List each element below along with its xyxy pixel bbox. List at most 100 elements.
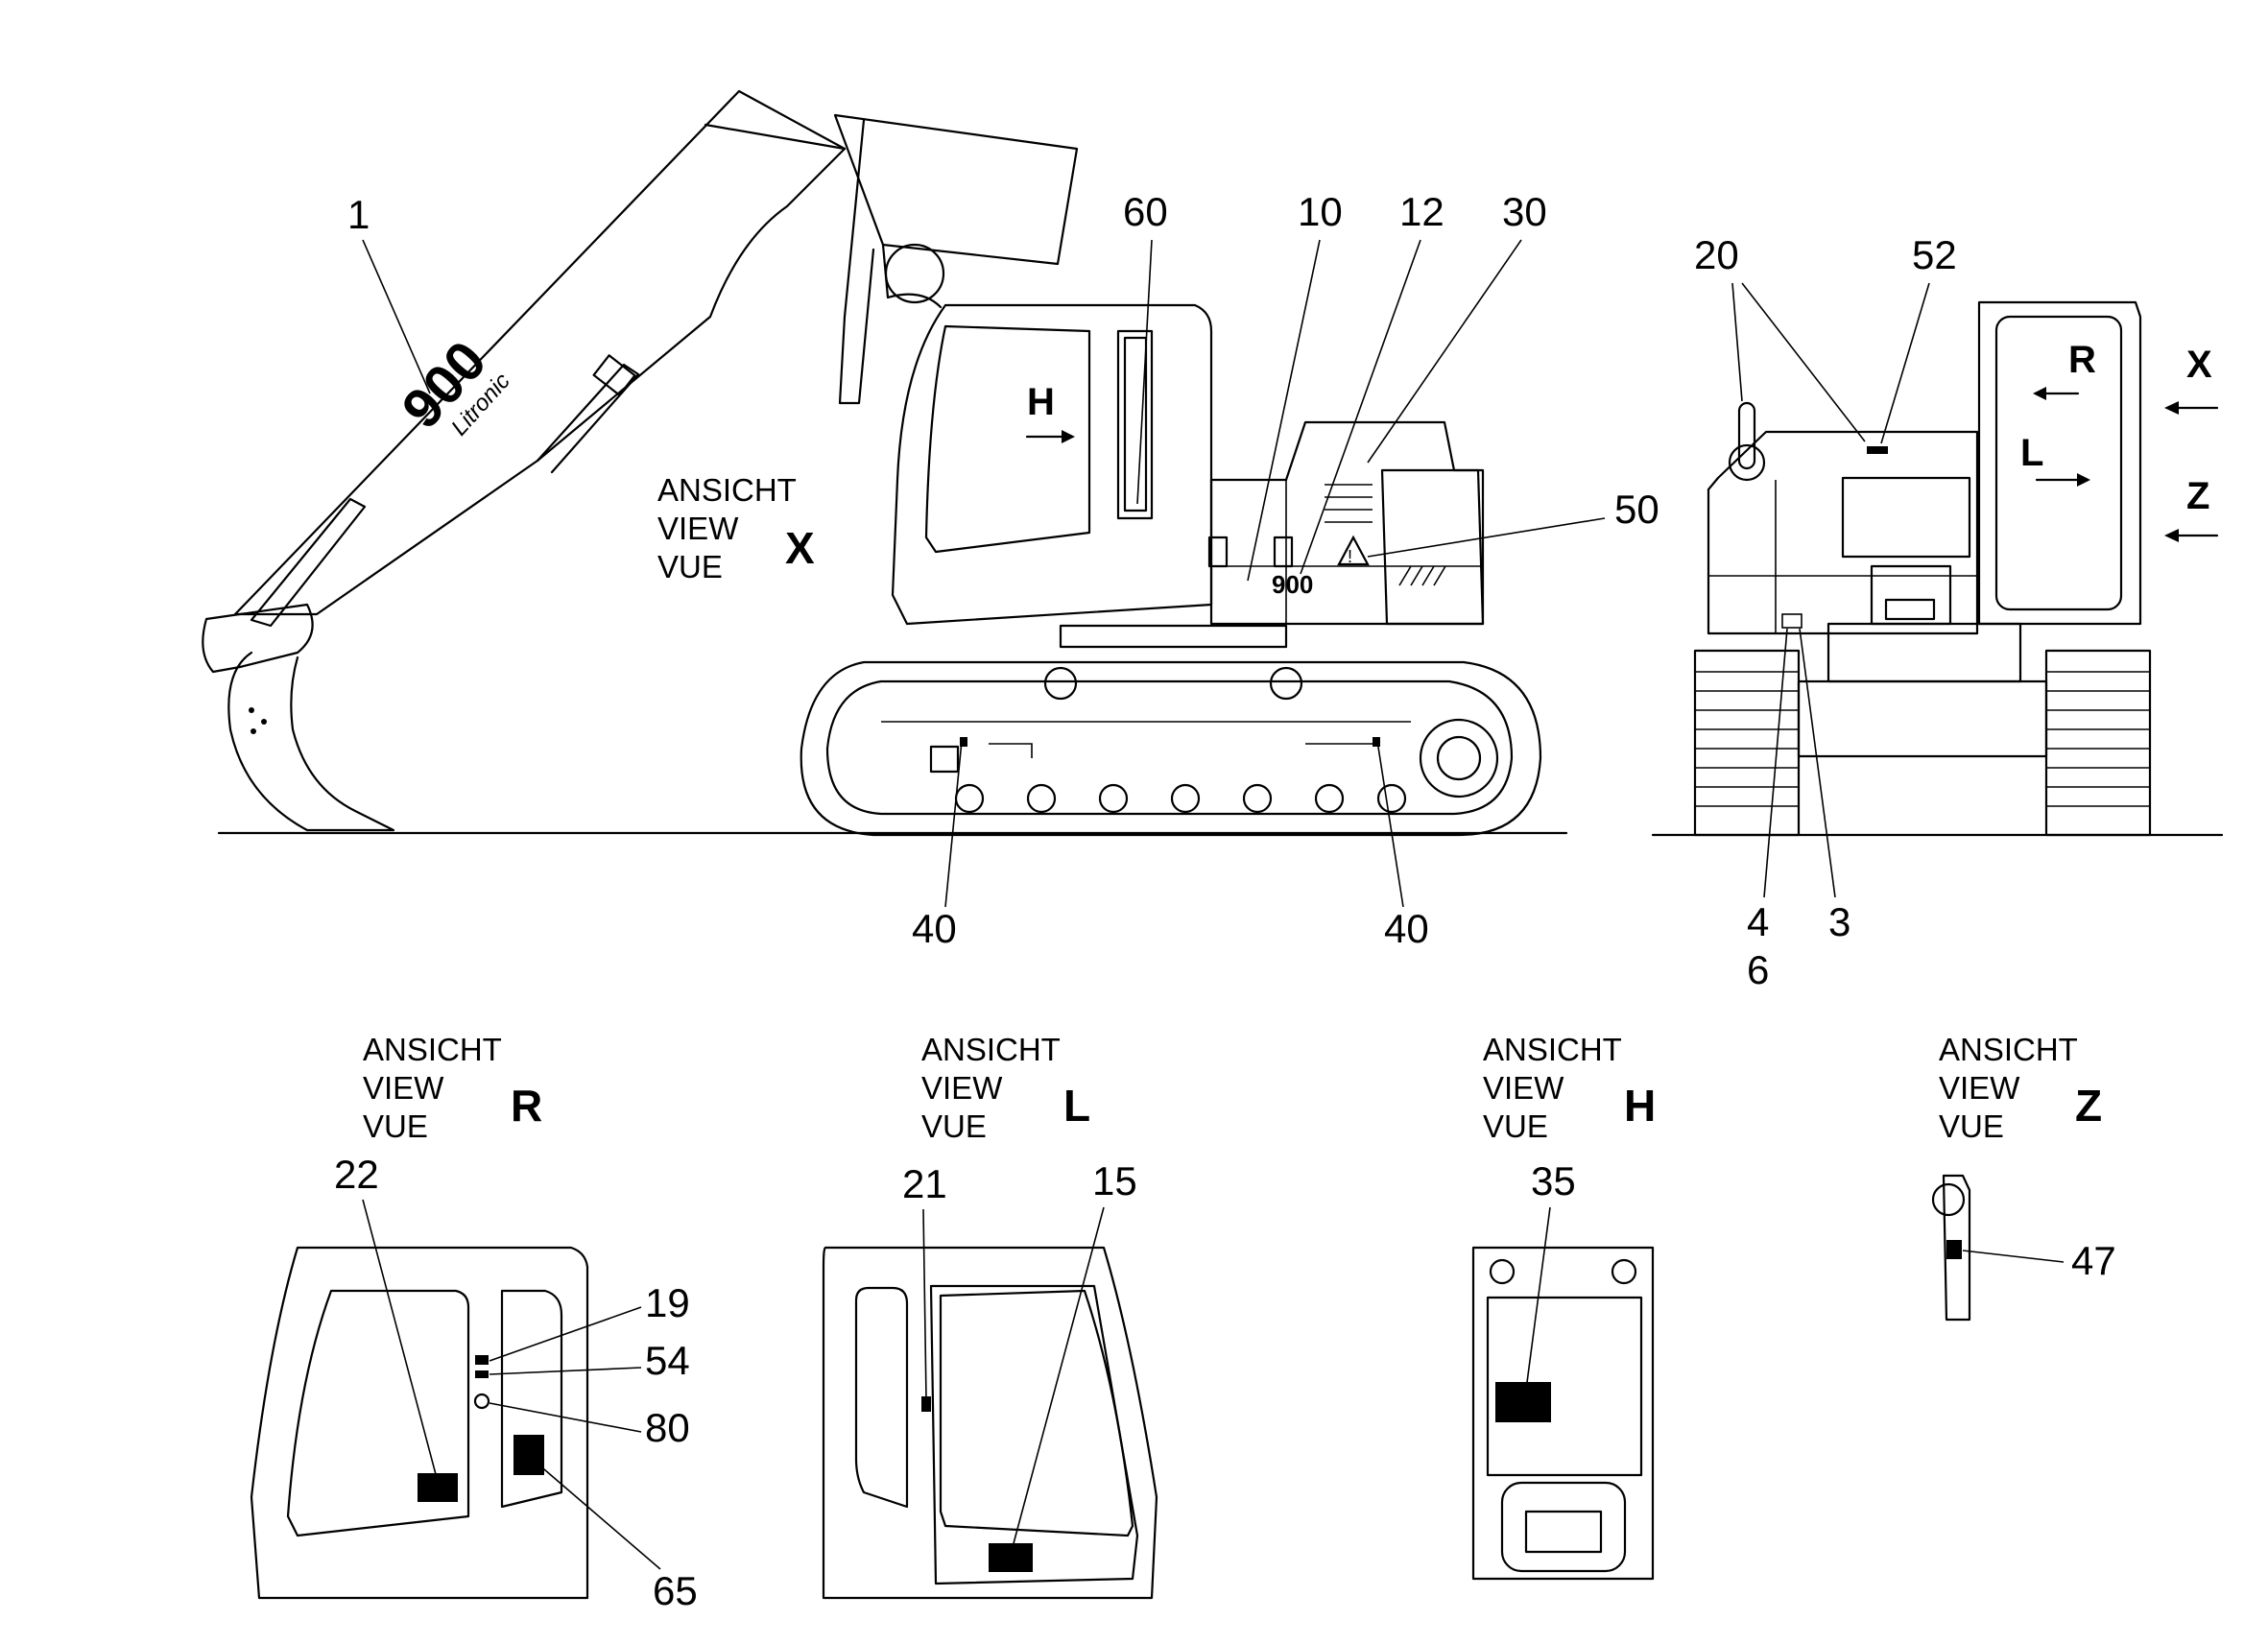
rear-undercarriage xyxy=(1797,679,2048,758)
callout-12: 12 xyxy=(1399,189,1444,234)
rear-cab xyxy=(1977,300,2142,626)
stick-left xyxy=(838,118,875,405)
view-h-letter: H xyxy=(1624,1081,1656,1131)
view-r-caption-3: VUE xyxy=(363,1108,428,1144)
view-z-exhaust-pipe xyxy=(1942,1174,1971,1322)
stick-frame xyxy=(833,113,1079,266)
idler-block xyxy=(929,745,960,774)
view-h-window xyxy=(1486,1296,1643,1477)
rear-step xyxy=(1870,564,1952,626)
callout-22: 22 xyxy=(334,1152,379,1197)
callout-80: 80 xyxy=(645,1405,690,1450)
view-z-caption-3: VUE xyxy=(1939,1108,2004,1144)
callout-65: 65 xyxy=(653,1568,698,1613)
view-r-decal-22 xyxy=(418,1473,458,1502)
counterweight-logo: 900 xyxy=(1272,570,1313,599)
callout-40-front: 40 xyxy=(912,906,957,951)
callout-54: 54 xyxy=(645,1338,690,1383)
view-r-caption-1: ANSICHT xyxy=(363,1032,502,1067)
svg-text:!: ! xyxy=(1348,547,1352,566)
view-x-caption-3: VUE xyxy=(657,549,723,584)
view-x-letter: X xyxy=(785,523,815,573)
track-decal-front xyxy=(960,737,967,747)
callout-60: 60 xyxy=(1123,189,1168,234)
view-r-decal-65 xyxy=(513,1435,544,1475)
stick-pin xyxy=(884,243,945,304)
view-l-front-window xyxy=(854,1286,909,1509)
side-marker-z: Z xyxy=(2186,475,2209,517)
callout-50: 50 xyxy=(1614,487,1659,532)
view-l-door xyxy=(929,1284,1139,1585)
view-l-door-window xyxy=(939,1289,1134,1537)
boom xyxy=(233,89,847,616)
track-rollers xyxy=(954,783,1407,814)
track-decal-rear xyxy=(1373,737,1380,747)
callout-40-rear: 40 xyxy=(1384,906,1429,951)
view-z-caption-2: VIEW xyxy=(1939,1070,2020,1106)
ripper-arm-end xyxy=(202,603,314,674)
callout-20: 20 xyxy=(1694,232,1739,277)
cylinder-clamp xyxy=(592,354,636,396)
side-marker-r: R xyxy=(2068,339,2096,381)
view-r-decal-54 xyxy=(475,1370,489,1378)
rear-view: R L X Z 20 52 4 6 3 xyxy=(1651,232,2224,992)
boom-logo: 900 Litronic xyxy=(390,329,515,441)
rear-decal-4-3 xyxy=(1781,613,1802,629)
view-h-cab-rear xyxy=(1471,1246,1655,1581)
view-r-letter: R xyxy=(511,1081,542,1131)
counterweight-grille xyxy=(1398,565,1446,586)
boom-top-edge xyxy=(704,123,847,151)
view-h-decal-35 xyxy=(1495,1382,1551,1422)
stick-link xyxy=(881,243,943,309)
view-h-caption-2: VIEW xyxy=(1483,1070,1564,1106)
carrier-roller-2 xyxy=(1269,666,1303,701)
view-z: ANSICHT VIEW VUE Z 47 xyxy=(1931,1032,2116,1322)
view-z-letter: Z xyxy=(2075,1081,2102,1131)
view-l-caption-2: VIEW xyxy=(921,1070,1003,1106)
view-r: ANSICHT VIEW VUE R 22 19 54 80 65 xyxy=(250,1032,698,1613)
callout-3: 3 xyxy=(1828,899,1850,944)
callout-10: 10 xyxy=(1298,189,1343,234)
callout-4: 4 xyxy=(1747,899,1769,944)
side-marker-h: H xyxy=(1027,381,1055,423)
crawler-track xyxy=(800,660,1542,837)
drive-sprocket xyxy=(1419,718,1499,798)
cab-window xyxy=(924,324,1091,554)
callout-19: 19 xyxy=(645,1280,690,1325)
view-h-lower-panel xyxy=(1500,1481,1627,1573)
hood-vents xyxy=(1325,484,1373,523)
view-z-decal-47 xyxy=(1946,1240,1962,1259)
view-r-rear-window xyxy=(500,1289,563,1509)
cab xyxy=(891,303,1213,626)
callout-30: 30 xyxy=(1502,189,1547,234)
rear-upper-body xyxy=(1707,430,1979,635)
callout-1: 1 xyxy=(347,192,370,237)
crawler-frame xyxy=(825,679,1514,816)
boom-cylinder xyxy=(536,363,640,474)
view-z-caption-1: ANSICHT xyxy=(1939,1032,2078,1067)
view-l-caption-1: ANSICHT xyxy=(921,1032,1061,1067)
rear-engine-door xyxy=(1841,476,1971,559)
callout-52: 52 xyxy=(1912,232,1957,277)
warning-triangle-icon xyxy=(1337,535,1370,566)
callout-6: 6 xyxy=(1747,947,1769,992)
rear-track-right xyxy=(2044,649,2152,837)
view-r-cab-panel xyxy=(250,1246,589,1600)
view-h-caption-1: ANSICHT xyxy=(1483,1032,1622,1067)
view-l-decal-21 xyxy=(921,1396,931,1412)
view-l-cab-panel xyxy=(822,1246,1158,1600)
view-r-caption-2: VIEW xyxy=(363,1070,444,1106)
cab-rear-window xyxy=(1116,329,1154,520)
view-l-letter: L xyxy=(1063,1081,1090,1131)
view-l-caption-3: VUE xyxy=(921,1108,987,1144)
callout-21: 21 xyxy=(902,1161,947,1206)
view-r-window xyxy=(286,1289,470,1537)
cab-handle xyxy=(1123,336,1148,512)
view-l: ANSICHT VIEW VUE L 21 15 xyxy=(822,1032,1158,1600)
rear-cab-window xyxy=(1994,315,2123,611)
view-x-caption-2: VIEW xyxy=(657,511,739,546)
side-marker-l: L xyxy=(2020,432,2043,474)
marker-arrow-l xyxy=(2077,473,2090,487)
